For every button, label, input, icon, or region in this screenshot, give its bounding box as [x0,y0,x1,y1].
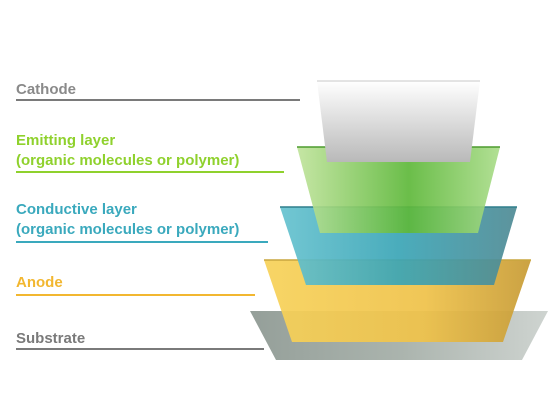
conductive-layer-label-line-1: Conductive layer [16,201,137,218]
substrate-rule [16,348,264,350]
cathode-rule [16,99,300,101]
conductive-layer-label: Conductive layer (organic molecules or p… [16,200,239,240]
conductive-layer-rule [16,241,268,243]
anode-rule [16,294,255,296]
substrate-label: Substrate [16,329,85,349]
emitting-layer-label-line-1: Emitting layer [16,132,116,149]
emitting-layer [297,147,500,233]
cathode-layer [317,81,480,162]
emitting-layer-label: Emitting layer (organic molecules or pol… [16,131,239,171]
emitting-layer-rule [16,171,284,173]
conductive-layer-label-line-2: (organic molecules or polymer) [16,221,240,238]
cathode-label: Cathode [16,80,76,100]
substrate-label-line-1: Substrate [16,330,86,347]
cathode-label-line-1: Cathode [16,81,76,98]
anode-label-line-1: Anode [16,274,63,291]
emitting-layer-label-line-2: (organic molecules or polymer) [16,152,240,169]
anode-label: Anode [16,273,63,293]
